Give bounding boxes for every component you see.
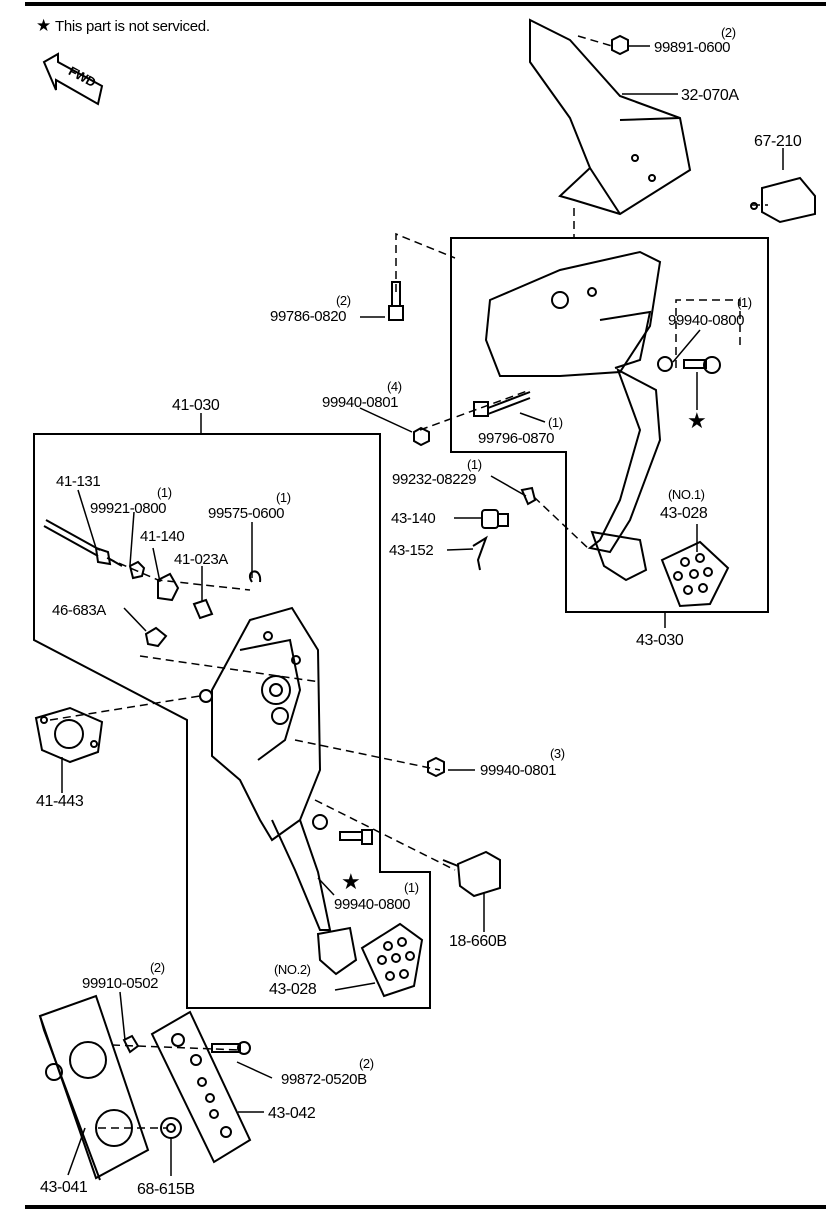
qty-99921: (1) — [157, 485, 172, 500]
screw-99910-0502 — [122, 1034, 140, 1054]
pad-43-028-no1 — [660, 540, 730, 608]
switch-67-210 — [750, 176, 816, 224]
label-41-140: 41-140 — [140, 528, 184, 545]
qty-43-028-no2: (NO.2) — [274, 962, 311, 977]
bushing-43-140 — [481, 509, 509, 529]
qty-99872: (2) — [359, 1056, 374, 1071]
label-43-140: 43-140 — [391, 510, 435, 527]
bushing-41-023A — [192, 598, 214, 620]
nut-99940-0800-bottom — [312, 814, 373, 845]
qty-99940-0801-3: (3) — [550, 746, 565, 761]
qty-43-028-no1: (NO.1) — [668, 487, 705, 502]
clip-99575-0600 — [249, 570, 262, 583]
star-marker-top: ★ — [687, 408, 706, 433]
brake-pedal-43-030 — [473, 250, 662, 582]
rod-41-131 — [43, 519, 123, 567]
spring-43-152 — [472, 535, 488, 571]
label-43-152: 43-152 — [389, 542, 433, 559]
label-99910-0502: 99910-0502 — [82, 975, 158, 992]
label-99891-0600: 99891-0600 — [654, 39, 730, 56]
nut-99940-0800-top — [657, 356, 721, 374]
qty-99232: (1) — [467, 457, 482, 472]
gasket-41-443 — [34, 706, 104, 764]
label-43-041: 43-041 — [40, 1179, 88, 1196]
nut-99940-0801-4 — [413, 426, 430, 447]
qty-99910: (2) — [150, 960, 165, 975]
footrest-43-041 — [38, 994, 150, 1181]
label-18-660B: 18-660B — [449, 933, 507, 950]
label-43-028-no1: 43-028 — [660, 505, 708, 522]
star-marker-bottom: ★ — [341, 869, 360, 894]
label-99940-0801-3: 99940-0801 — [480, 762, 556, 779]
qty-99940-0800-top: (1) — [737, 295, 752, 310]
frame-41-030 — [33, 433, 431, 1009]
label-68-615B: 68-615B — [137, 1181, 195, 1198]
label-43-028-no2: 43-028 — [269, 981, 317, 998]
label-41-131: 41-131 — [56, 473, 100, 490]
qty-99796: (1) — [548, 415, 563, 430]
fwd-arrow-icon — [42, 52, 104, 106]
label-99232-08229: 99232-08229 — [392, 471, 476, 488]
clutch-pedal-41-030 — [199, 606, 358, 976]
switch-18-660B — [442, 850, 501, 898]
label-41-443: 41-443 — [36, 793, 84, 810]
plate-43-042 — [150, 1010, 252, 1164]
leader-lines — [61, 45, 784, 1176]
nut-99921-0800 — [128, 560, 146, 580]
label-99940-0801-4: 99940-0801 — [322, 394, 398, 411]
label-99575-0600: 99575-0600 — [208, 505, 284, 522]
note-text: This part is not serviced. — [54, 18, 210, 35]
qty-99891: (2) — [721, 25, 736, 40]
bushing-68-615B — [160, 1117, 182, 1139]
bracket-32-070A — [529, 18, 692, 216]
label-43-030: 43-030 — [636, 632, 684, 649]
label-43-042: 43-042 — [268, 1105, 316, 1122]
clip-99232-08229 — [520, 486, 537, 506]
screw-99872-0520B — [211, 1041, 251, 1055]
frame-43-030 — [450, 237, 769, 613]
clip-41-140 — [157, 572, 180, 602]
not-serviced-note: ★This part is not serviced. — [36, 16, 210, 36]
star-icon: ★ — [36, 16, 51, 35]
qty-99786: (2) — [336, 293, 351, 308]
label-46-683A: 46-683A — [52, 602, 106, 619]
label-32-070A: 32-070A — [681, 87, 739, 104]
label-99921-0800: 99921-0800 — [90, 500, 166, 517]
nut-99891-0600 — [611, 34, 629, 56]
qty-99940-0801-4: (4) — [387, 379, 402, 394]
bolt-99786-0820 — [388, 281, 404, 321]
label-99872-0520B: 99872-0520B — [281, 1071, 367, 1088]
bolt-46-683A — [144, 626, 168, 648]
label-99940-0800-top: 99940-0800 — [668, 312, 744, 329]
label-99796-0870: 99796-0870 — [478, 430, 554, 447]
label-99940-0800-bottom: 99940-0800 — [334, 896, 410, 913]
fwd-label: FWD — [66, 63, 98, 90]
label-41-030: 41-030 — [172, 397, 220, 414]
label-99786-0820: 99786-0820 — [270, 308, 346, 325]
label-67-210: 67-210 — [754, 133, 802, 150]
pad-43-028-no2 — [360, 922, 424, 998]
nut-99940-0801-3 — [427, 756, 445, 778]
qty-99940-0800-bottom: (1) — [404, 880, 419, 895]
qty-99575: (1) — [276, 490, 291, 505]
label-41-023A: 41-023A — [174, 551, 228, 568]
